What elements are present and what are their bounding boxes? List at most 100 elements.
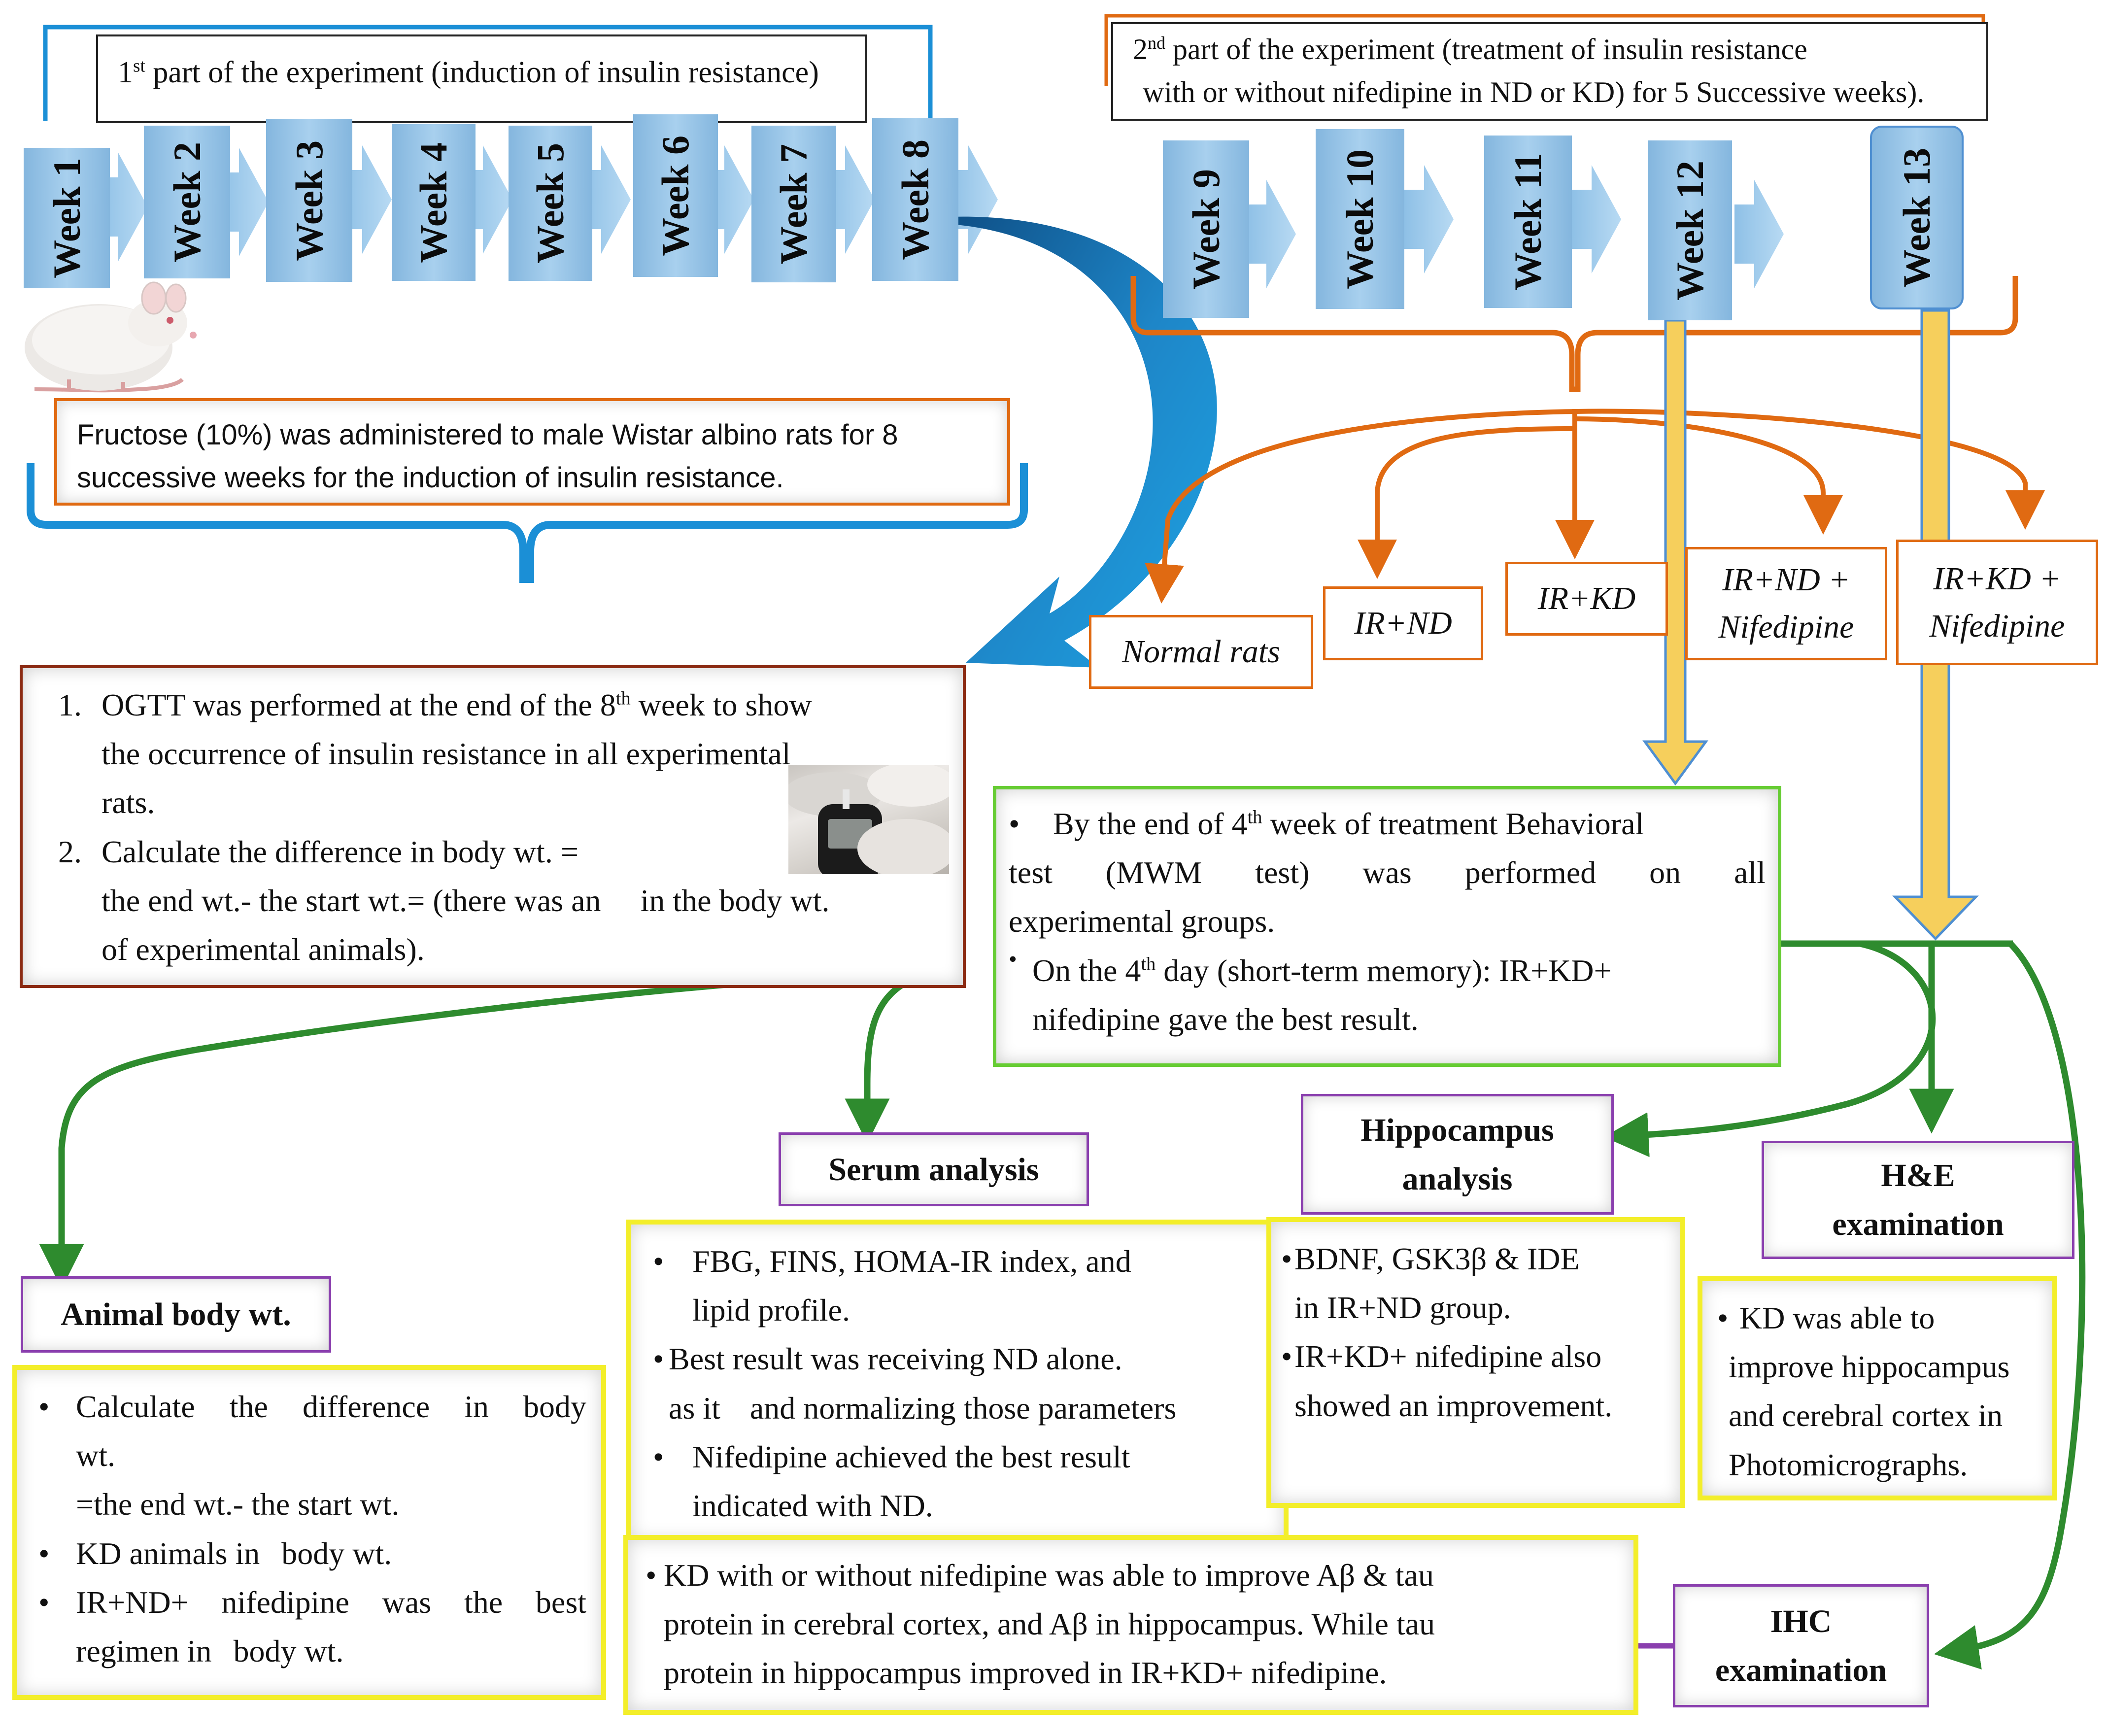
serum-b1-l2: lipid profile. [692,1293,850,1328]
behavioral-l3: experimental groups. [1009,904,1275,939]
ihc-l1: KD with or without nifedipine was able t… [664,1558,1434,1593]
week-box-8: Week 8 [872,118,958,281]
group-ir-nd-nif-l2: Nifedipine [1718,609,1854,645]
ogtt-l1-sup: th [615,688,631,709]
part2-title-pre: 2 [1133,33,1148,66]
week-box-2: Week 2 [144,126,230,278]
group-ir-kd-label: IR+KD [1537,580,1636,617]
part2-title-post: part of the experiment (treatment of ins… [1165,33,1807,66]
hippocampus-title-l2: analysis [1402,1160,1513,1197]
ihc-l3: protein in hippocampus improved in IR+KD… [664,1655,1387,1691]
animal-b2-pre: KD animals in [76,1535,260,1571]
behavioral-l1-sup: th [1247,807,1262,828]
ihc-examination-results: • KD with or without nifedipine was able… [623,1535,1638,1715]
ihc-title-l2: examination [1715,1652,1887,1688]
hippocampus-results: • BDNF, GSK3β & IDE in IR+ND group. • IR… [1266,1217,1685,1508]
week-label-7: Week 7 [772,143,815,265]
behavioral-l4-post: day (short-term memory): IR+KD+ [1155,953,1612,988]
animal-b1-l2: wt. [76,1438,115,1473]
ogtt-item-2: 2. Calculate the difference in body wt. =… [33,827,953,974]
animal-item-1: Calculate the difference in body wt. =th… [25,1382,586,1529]
animal-item-3: IR+ND+ nifedipine was the best regimen i… [25,1578,586,1675]
animal-body-wt-heading: Animal body wt. [21,1276,331,1353]
week-label-8: Week 8 [893,139,937,260]
part1-title-post: part of the experiment (induction of ins… [145,56,819,89]
part2-title-line-2: with or without nifedipine in ND or KD) … [1143,76,1925,108]
serum-b2-l1: Best result was receiving ND alone. [669,1341,1122,1377]
part1-title-pre: 1 [118,56,133,89]
animal-b3-l1: IR+ND+ nifedipine was the best [76,1584,586,1620]
animal-b1-l1: Calculate the difference in body [76,1389,586,1424]
hippocampus-analysis-heading: Hippocampus analysis [1301,1094,1614,1215]
hippocampus-title-l1: Hippocampus [1360,1112,1554,1148]
he-examination-heading: H&E examination [1762,1141,2074,1259]
ogtt-num-2: 2. [58,834,82,869]
part2-title-sup: nd [1148,33,1165,53]
serum-analysis-results: • FBG, FINS, HOMA-IR index, and lipid pr… [626,1220,1289,1545]
behavioral-l2: test (MWM test) was performed on all [1009,855,1766,890]
glucometer-icon [788,765,949,874]
part2-title-box: 2nd part of the experiment (treatment of… [1111,22,1988,121]
animal-b2-post: body wt. [281,1535,392,1571]
group-ir-kd: IR+KD [1505,562,1668,636]
behavioral-l1-pre: By the end of 4 [1053,806,1248,841]
he-examination-results: • KD was able to improve hippocampus and… [1698,1276,2057,1500]
group-ir-kd-nif-l1: IR+KD + [1933,560,2061,597]
ihc-examination-heading: IHC examination [1673,1584,1929,1707]
ogtt-l1-pre: OGTT was performed at the end of the 8 [102,687,616,722]
week-label-10: Week 10 [1338,149,1381,289]
animal-b3-l2-post: body wt. [233,1633,344,1668]
week-label-4: Week 4 [412,142,455,263]
he-l4: Photomicrographs. [1729,1447,1968,1482]
week-box-9: Week 9 [1163,140,1249,318]
group-normal-label: Normal rats [1122,634,1280,670]
week-box-1: Week 1 [24,148,110,288]
animal-item-2: KD animals in body wt. [25,1529,586,1578]
week-label-9: Week 9 [1184,169,1227,290]
ogtt-num-1: 1. [58,687,82,722]
week-label-12: Week 12 [1668,160,1711,301]
behavioral-l4-pre: On the 4 [1032,953,1141,988]
behavioral-test-box: •By the end of 4th week of treatment Beh… [993,786,1781,1067]
hippo-b1-l1: BDNF, GSK3β & IDE [1294,1241,1580,1276]
ogtt-l1-post: week to show [630,687,812,722]
fructose-box: Fructose (10%) was administered to male … [54,398,1010,506]
ihc-l2: protein in cerebral cortex, and Aβ in hi… [664,1606,1435,1642]
hippo-item-2: • IR+KD+ nifedipine also showed an impro… [1279,1332,1670,1430]
ogtt-l5-pre: the end wt.- the start wt.= (there was a… [102,883,601,918]
he-item-1: • KD was able to [1710,1293,2045,1342]
serum-b2-l2-pre: as it [669,1390,720,1426]
week-box-5: Week 5 [509,126,592,281]
group-ir-kd-nif-l2: Nifedipine [1929,608,2065,644]
ihc-title-l1: IHC [1770,1603,1832,1639]
glucometer-photo [788,765,949,874]
serum-analysis-heading: Serum analysis [779,1132,1089,1206]
group-normal-rats: Normal rats [1089,615,1313,689]
behavioral-item-2: •On the 4th day (short-term memory): IR+… [1009,946,1766,1044]
ihc-item-1: • KD with or without nifedipine was able… [638,1551,1624,1600]
ogtt-item-1: 1. OGTT was performed at the end of the 8… [33,681,953,827]
fructose-line-2: successive weeks for the induction of in… [77,462,784,494]
week-box-10: Week 10 [1316,129,1404,309]
hippo-b2-l2: showed an improvement. [1294,1388,1613,1423]
serum-analysis-title: Serum analysis [828,1151,1039,1188]
animal-b1-l3: =the end wt.- the start wt. [76,1487,400,1522]
part1-title-sup: st [133,56,145,76]
animal-b3-l2-pre: regimen in [76,1633,212,1668]
behavioral-l1-post: week of treatment Behavioral [1262,806,1644,841]
behavioral-l4-sup: th [1141,953,1156,975]
week-box-11: Week 11 [1484,136,1572,308]
serum-item-3: • Nifedipine achieved the best result in… [638,1432,1274,1530]
he-title-l1: H&E [1881,1157,1955,1193]
part1-title-box: 1st part of the experiment (induction of… [96,34,867,123]
ogtt-l4: Calculate the difference in body wt. = [102,834,578,869]
he-l2: improve hippocampus [1729,1349,2010,1385]
group-ir-nd-label: IR+ND [1354,605,1452,642]
week-box-6: Week 6 [633,114,718,277]
fructose-line-1: Fructose (10%) was administered to male … [77,419,898,451]
hippo-b2-l1: IR+KD+ nifedipine also [1294,1339,1602,1374]
group-ir-nd-nif-l1: IR+ND + [1722,562,1850,598]
animal-body-wt-results: Calculate the difference in body wt. =th… [12,1365,606,1700]
ogtt-l2: the occurrence of insulin resistance in … [102,736,791,772]
serum-item-2: • Best result was receiving ND alone. as… [638,1334,1274,1432]
